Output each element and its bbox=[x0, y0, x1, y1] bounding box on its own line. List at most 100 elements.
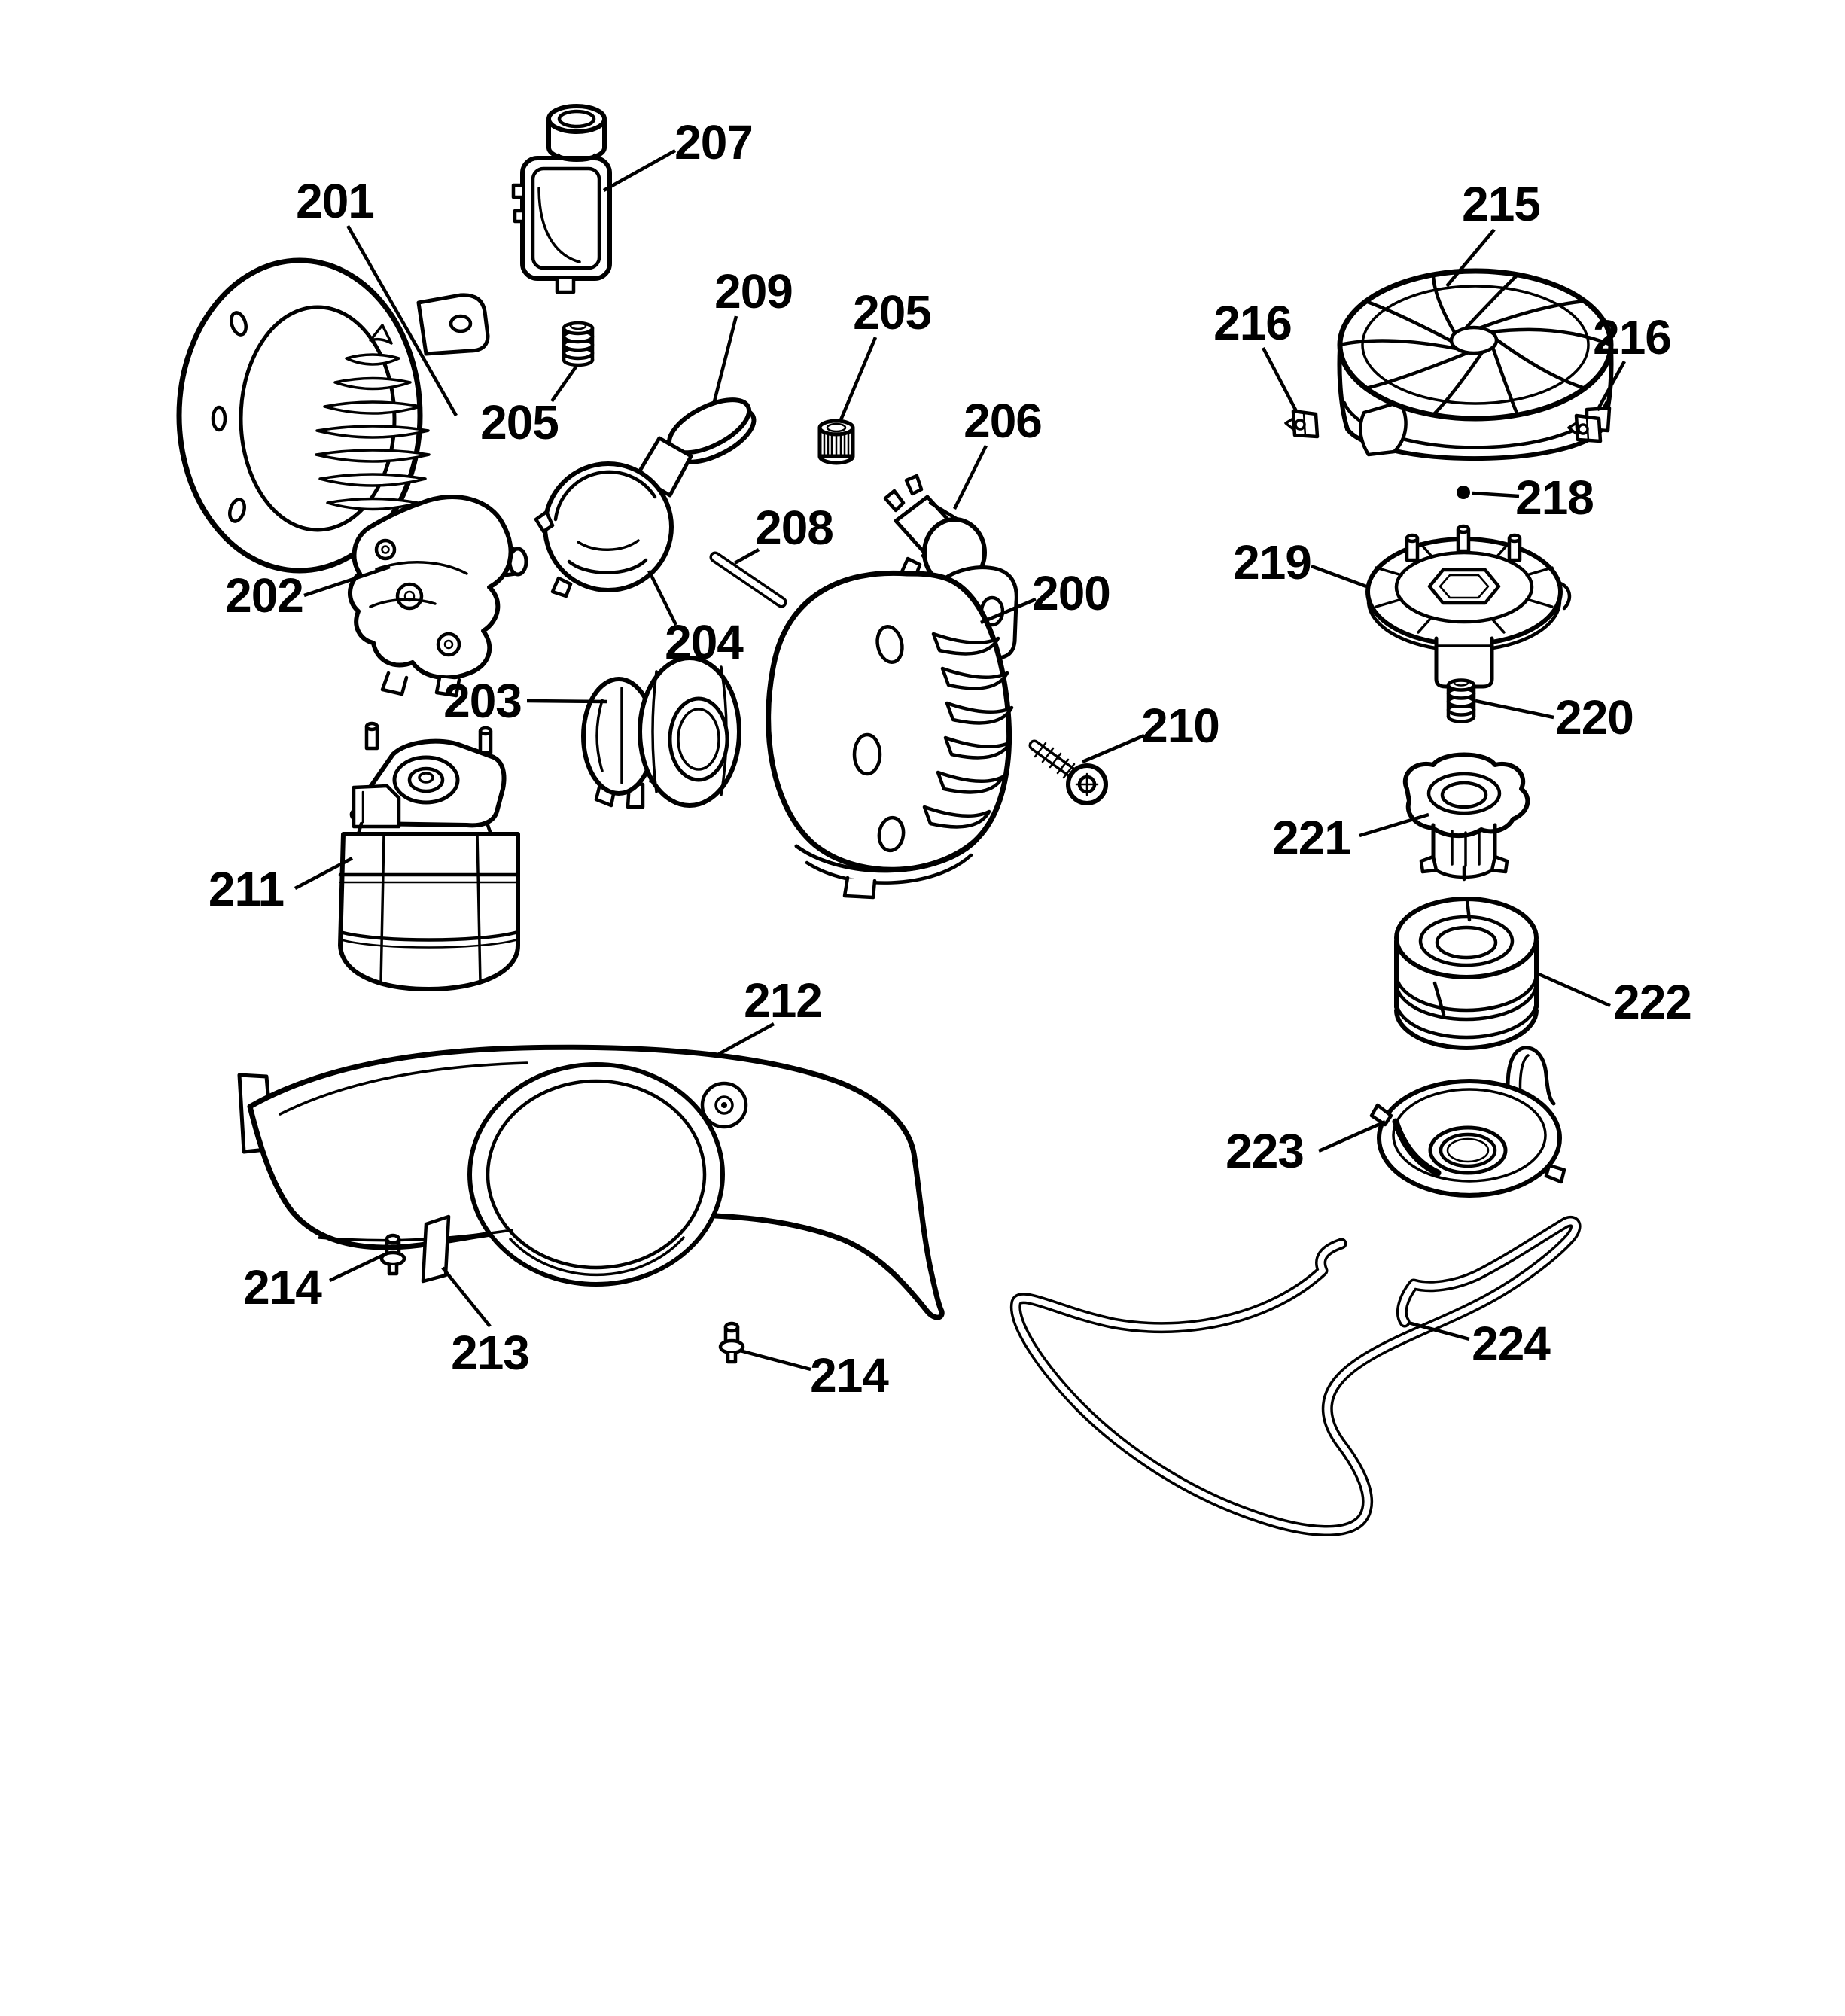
callout-208-10: 208 bbox=[733, 501, 834, 565]
part-209-cap-disc-drawing bbox=[667, 397, 757, 464]
callout-202-12: 202 bbox=[225, 565, 391, 623]
part-number-label-211: 211 bbox=[209, 862, 284, 916]
leader-line-219 bbox=[1311, 564, 1367, 589]
callout-205-8: 205 bbox=[480, 364, 578, 449]
part-number-label-212: 212 bbox=[744, 973, 822, 1028]
callout-205-3: 205 bbox=[838, 285, 932, 422]
leader-line-214 bbox=[739, 1348, 811, 1372]
part-216-clip-right-drawing bbox=[1567, 413, 1603, 443]
callout-206-4: 206 bbox=[952, 394, 1043, 510]
part-number-label-214: 214 bbox=[243, 1260, 322, 1314]
part-210-screw-drawing bbox=[1028, 739, 1108, 805]
callout-204-13: 204 bbox=[647, 569, 744, 669]
callout-222-20: 222 bbox=[1536, 971, 1692, 1029]
part-207-bracket-drawing bbox=[511, 104, 612, 294]
part-number-label-209: 209 bbox=[714, 264, 793, 318]
part-number-label-214: 214 bbox=[810, 1348, 889, 1402]
callout-219-11: 219 bbox=[1233, 535, 1367, 589]
part-number-label-205: 205 bbox=[480, 395, 559, 449]
callout-214-26: 214 bbox=[739, 1348, 890, 1402]
callout-211-19: 211 bbox=[209, 857, 354, 916]
leader-line-204 bbox=[647, 569, 678, 626]
callout-203-15: 203 bbox=[443, 674, 607, 728]
leader-line-214 bbox=[329, 1252, 386, 1283]
part-212-guard-drawing bbox=[237, 1044, 945, 1320]
part-number-label-218: 218 bbox=[1515, 471, 1594, 525]
leader-line-200 bbox=[980, 597, 1037, 625]
part-number-label-224: 224 bbox=[1472, 1317, 1551, 1371]
leader-line-220 bbox=[1475, 699, 1554, 720]
part-214-screw-bottom-drawing bbox=[718, 1321, 745, 1364]
callout-214-23: 214 bbox=[243, 1252, 386, 1314]
leader-line-223 bbox=[1318, 1119, 1386, 1153]
part-222-spool-drawing bbox=[1394, 897, 1539, 1050]
leader-line-205 bbox=[838, 337, 878, 422]
part-number-label-220: 220 bbox=[1555, 690, 1633, 745]
part-number-label-207: 207 bbox=[674, 115, 753, 169]
callout-209-2: 209 bbox=[711, 264, 793, 405]
callout-216-5: 216 bbox=[1213, 296, 1298, 413]
part-216-clip-left-drawing bbox=[1284, 409, 1320, 439]
callout-220-17: 220 bbox=[1475, 690, 1634, 745]
part-223-spool-cap-drawing bbox=[1369, 1046, 1566, 1198]
leader-line-221 bbox=[1359, 812, 1429, 838]
part-205-knurled-nut-drawing bbox=[817, 419, 855, 465]
callout-218-9: 218 bbox=[1472, 471, 1594, 525]
part-204-pivot-cup-drawing bbox=[534, 436, 693, 598]
callout-212-21: 212 bbox=[717, 973, 823, 1055]
callout-216-7: 216 bbox=[1593, 310, 1672, 412]
leader-line-211 bbox=[294, 857, 354, 890]
part-201-housing-endcap-drawing bbox=[176, 257, 490, 576]
callout-layer: 207 201 209 205 206 216 215 216 205 218 208 219 202 2… bbox=[209, 115, 1692, 1402]
part-203-collet-drawing bbox=[581, 656, 741, 809]
leader-line-201 bbox=[346, 224, 458, 417]
part-220-spring-drawing bbox=[1446, 678, 1476, 723]
part-number-label-201: 201 bbox=[296, 174, 374, 228]
callout-215-6: 215 bbox=[1445, 177, 1541, 288]
part-number-label-202: 202 bbox=[225, 568, 303, 623]
part-200-main-housing-drawing bbox=[766, 565, 1018, 900]
part-number-label-223: 223 bbox=[1225, 1124, 1304, 1178]
callout-201-1: 201 bbox=[296, 174, 458, 417]
callout-213-24: 213 bbox=[441, 1266, 530, 1380]
callout-207-0: 207 bbox=[602, 115, 754, 192]
part-number-label-204: 204 bbox=[665, 615, 744, 669]
part-number-label-203: 203 bbox=[443, 674, 522, 728]
part-number-label-213: 213 bbox=[451, 1326, 529, 1380]
leader-line-216 bbox=[1596, 360, 1626, 412]
leader-line-209 bbox=[711, 315, 738, 405]
leader-line-203 bbox=[526, 699, 607, 704]
part-number-label-205: 205 bbox=[853, 285, 931, 340]
part-218-ball-drawing bbox=[1457, 486, 1470, 499]
leader-line-224 bbox=[1408, 1320, 1470, 1341]
part-number-label-210: 210 bbox=[1141, 699, 1219, 753]
part-number-label-216: 216 bbox=[1213, 296, 1292, 350]
leader-line-208 bbox=[733, 548, 760, 565]
leader-line-215 bbox=[1445, 228, 1496, 288]
callout-223-22: 223 bbox=[1225, 1119, 1386, 1178]
leader-line-216 bbox=[1262, 346, 1298, 413]
part-202-gear-housing-drawing bbox=[347, 495, 528, 698]
part-number-label-208: 208 bbox=[755, 501, 833, 555]
part-221-bump-knob-drawing bbox=[1403, 752, 1530, 882]
callout-221-18: 221 bbox=[1272, 811, 1429, 865]
leader-line-212 bbox=[717, 1022, 775, 1055]
callout-200-14: 200 bbox=[980, 566, 1111, 625]
callout-210-16: 210 bbox=[1082, 699, 1220, 764]
part-224-wire-guard-drawing bbox=[1009, 1216, 1582, 1536]
part-219-spool-hub-drawing bbox=[1365, 524, 1572, 689]
part-211-motor-drawing bbox=[338, 721, 520, 991]
part-number-label-222: 222 bbox=[1613, 975, 1691, 1029]
part-205-spring-left-drawing bbox=[562, 321, 595, 367]
leader-line-206 bbox=[952, 444, 988, 510]
part-208-pin-drawing bbox=[709, 551, 787, 608]
part-number-label-200: 200 bbox=[1032, 566, 1110, 620]
leader-line-222 bbox=[1536, 971, 1611, 1008]
leader-line-205 bbox=[550, 364, 578, 403]
part-number-label-215: 215 bbox=[1462, 177, 1540, 231]
callout-224-25: 224 bbox=[1408, 1317, 1551, 1371]
part-number-label-216: 216 bbox=[1593, 310, 1671, 364]
part-number-label-206: 206 bbox=[964, 394, 1042, 448]
